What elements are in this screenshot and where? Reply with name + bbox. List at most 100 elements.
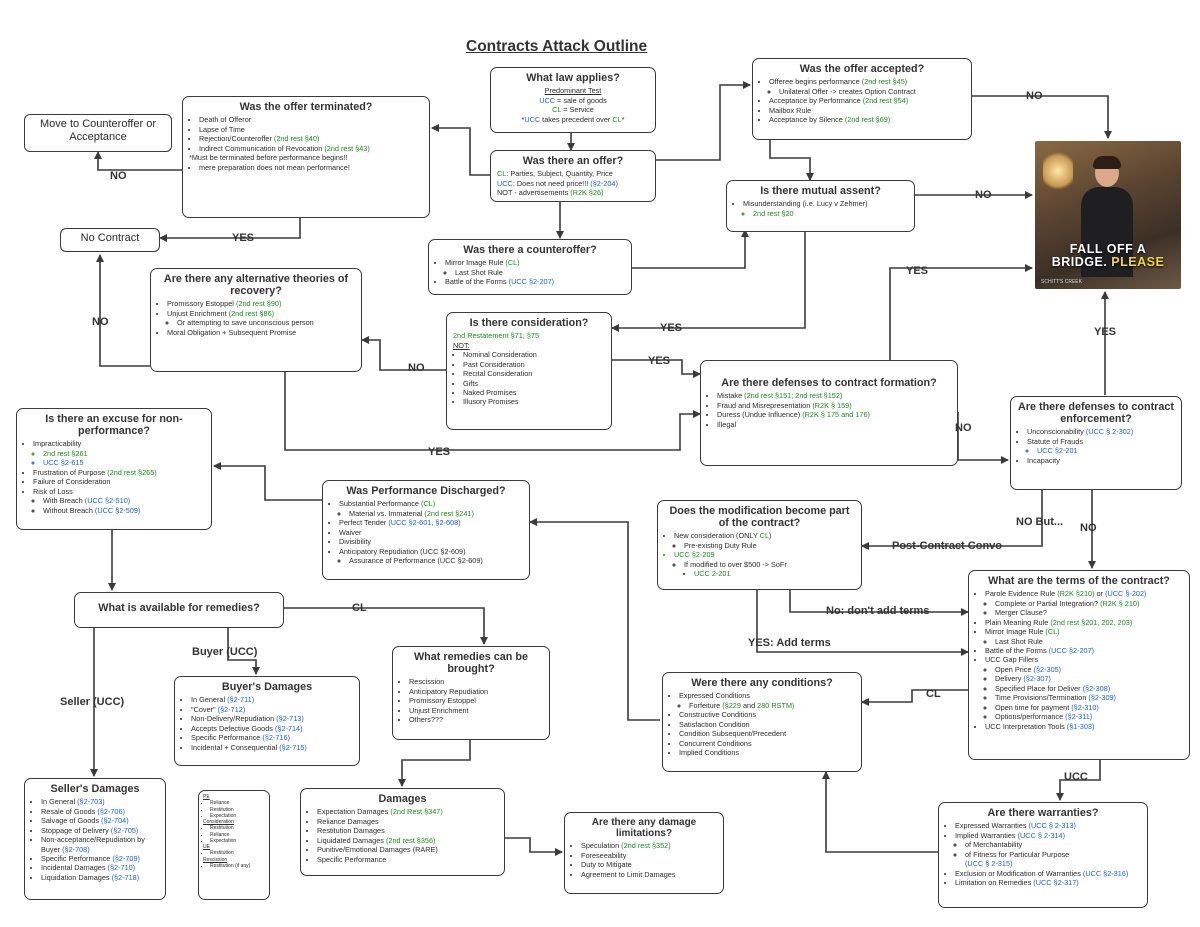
list-item: Death of Offeror (199, 115, 423, 124)
list-item: Statute of Frauds (1027, 437, 1175, 446)
list-item: Salvage of Goods (§2-704) (41, 816, 159, 825)
law-line: UCC = sale of goods (539, 95, 607, 105)
list-item: UCC Gap Fillers Open Price (§2-305) Deli… (985, 655, 1183, 721)
list-item: Resale of Goods (§2-706) (41, 807, 159, 816)
list-item: Punitive/Emotional Damages (RARE) (317, 845, 498, 854)
excuse-title: Is there an excuse for non-performance? (45, 413, 183, 438)
edge-label-no: NO (92, 316, 109, 328)
remedy-key-box: PE Reliance Restitution Expectation Cons… (198, 790, 270, 900)
list-item: Duress (Undue Influence) (R2K § 175 and … (717, 410, 951, 419)
formation-box: Are there defenses to contract formation… (700, 360, 958, 466)
counteroffer-result-box: Move to Counteroffer or Acceptance (24, 114, 172, 152)
warranties-box: Are there warranties? Expressed Warranti… (938, 802, 1148, 908)
arrow-alt-formation (284, 372, 701, 451)
arrow-formation-enforcement (957, 412, 1009, 464)
list-item: Non-Delivery/Repudiation (§2-713) (191, 714, 353, 723)
list-item: Duty to Mitigate (581, 860, 717, 869)
list-item: With Breach (UCC §2-510) (43, 496, 205, 505)
alt-title: Are there any alternative theories of re… (163, 273, 349, 298)
edge-label-no-but: NO But... (1016, 516, 1064, 528)
list-item: Pre-existing Duty Rule (684, 541, 855, 550)
edge-label-seller: Seller (UCC) (60, 696, 125, 708)
list-item: Non-acceptance/Repudiation by Buyer (§2-… (41, 835, 159, 854)
list-item: Reliance (210, 800, 265, 806)
terminated-note: *Must be terminated before performance b… (189, 153, 348, 163)
consideration-ref: 2nd Restatement §71; §75 (453, 331, 540, 341)
offer-line: UCC: Does not need price!!! (§2-204) (497, 178, 618, 188)
list-item: Mailbox Rule (769, 106, 965, 115)
edge-label-no: NO (1080, 522, 1097, 534)
edge-label-yes: YES (906, 265, 929, 277)
list-item: Battle of the Forms (UCC §2-207) (985, 646, 1183, 655)
offer-line: NOT - advertisements (R2K §26) (497, 188, 604, 198)
no-contract-box: No Contract (60, 228, 160, 252)
law-line: Predominant Test (544, 86, 602, 96)
conditions-box: Were there any conditions? Expressed Con… (662, 672, 862, 772)
list-item: Incidental + Consequential (§2-715) (191, 743, 353, 752)
arrow-consideration-alt (361, 336, 446, 371)
remedies-title: What is available for remedies? (98, 602, 260, 614)
list-item: "Cover" (§2-712) (191, 705, 353, 714)
accepted-title: Was the offer accepted? (799, 63, 925, 75)
consideration-title: Is there consideration? (469, 317, 589, 329)
list-item: Promissory Estoppel (2nd rest §90) (167, 299, 355, 308)
arrow-remedies-buyer (227, 626, 260, 675)
edge-label-cl: CL (926, 688, 941, 700)
consideration-not: NOT: (453, 340, 470, 350)
list-item: New consideration (ONLY CL) Pre-existing… (674, 531, 855, 550)
person-shape (1081, 156, 1133, 277)
list-item: Lapse of Time (199, 125, 423, 134)
list-item: In General (§2-703) (41, 797, 159, 806)
buyer-title: Buyer's Damages (221, 681, 313, 693)
discharged-box: Was Performance Discharged? Substantial … (322, 480, 530, 580)
list-item: of Fitness for Particular Purpose(UCC § … (965, 850, 1141, 869)
list-item: Assurance of Performance (UCC §2-609) (349, 556, 523, 565)
list-item: UCC §2-201 (1027, 446, 1175, 455)
limitations-title: Are there any damage limitations? (591, 817, 697, 840)
seller-title: Seller's Damages (50, 783, 140, 795)
list-item: Rescission (409, 677, 543, 686)
edge-label-dont-add: No: don't add terms (826, 605, 930, 617)
excuse-box: Is there an excuse for non-performance? … (16, 408, 212, 530)
terminated-box: Was the offer terminated? Death of Offer… (182, 96, 430, 218)
edge-label-yes: YES (428, 446, 451, 458)
enforcement-box: Are there defenses to contract enforceme… (1010, 396, 1182, 490)
list-item: Battle of the Forms (UCC §2-207) (445, 277, 625, 286)
edge-label-ucc: UCC (1064, 771, 1088, 783)
list-item: Recital Consideration (463, 369, 605, 378)
list-item: UCC §2-201 (1037, 446, 1175, 455)
list-item: If modified to over $500 -> SoFr UCC 2-2… (674, 560, 855, 579)
edge-label-yes: YES (660, 322, 683, 334)
list-item: Unconscionability (UCC § 2-302) (1027, 427, 1175, 436)
list-item: Forfeiture (§229 and 280 RSTM) (689, 701, 855, 710)
counteroffer-title: Was there a counteroffer? (463, 244, 597, 256)
lamp-shape (1043, 151, 1073, 191)
arrow-remedies-brought (284, 607, 488, 645)
arrow-modification-terms-no (789, 590, 969, 616)
edge-label-no: NO (975, 189, 992, 201)
law-line: *UCC takes precedent over CL* (521, 114, 625, 124)
list-item: Options/performance (§2-311) (995, 712, 1183, 721)
arrow-warranties-conditions (822, 771, 938, 853)
buyer-box: Buyer's Damages In General (§2-711) "Cov… (174, 676, 360, 766)
list-item: Speculation (2nd rest §352) (581, 841, 717, 850)
list-item: Rejection/Counteroffer (2nd rest §40) (199, 134, 423, 143)
list-item: Or attempting to save unconscious person (177, 318, 355, 327)
law-box: What law applies? Predominant Test UCC =… (490, 67, 656, 133)
list-item: Constructive Conditions (679, 710, 855, 719)
list-item: Open Price (§2-305) (995, 665, 1183, 674)
list-item: If modified to over $500 -> SoFr UCC 2-2… (684, 560, 855, 579)
list-item: Agreement to Limit Damages (581, 870, 717, 879)
list-item: Liquidated Damages (2nd rest §356) (317, 836, 498, 845)
arrow-accepted-assent (769, 140, 814, 181)
edge-label-yes: YES (1094, 326, 1117, 338)
arrow-terminated-nocontract (159, 218, 301, 242)
list-item: Incidental Damages (§2-710) (41, 863, 159, 872)
edge-label-no: NO (110, 170, 127, 182)
edge-label-post-contract: Post-Contract Convo (892, 540, 1002, 552)
arrow-enforcement-modification (861, 490, 1043, 550)
list-item: Promissory Estoppel (409, 696, 543, 705)
list-item: Foreseeability (581, 851, 717, 860)
list-item: mere preparation does not mean performan… (199, 163, 423, 172)
list-item: Misunderstanding (i.e. Lucy v Zehmer) (743, 199, 908, 208)
